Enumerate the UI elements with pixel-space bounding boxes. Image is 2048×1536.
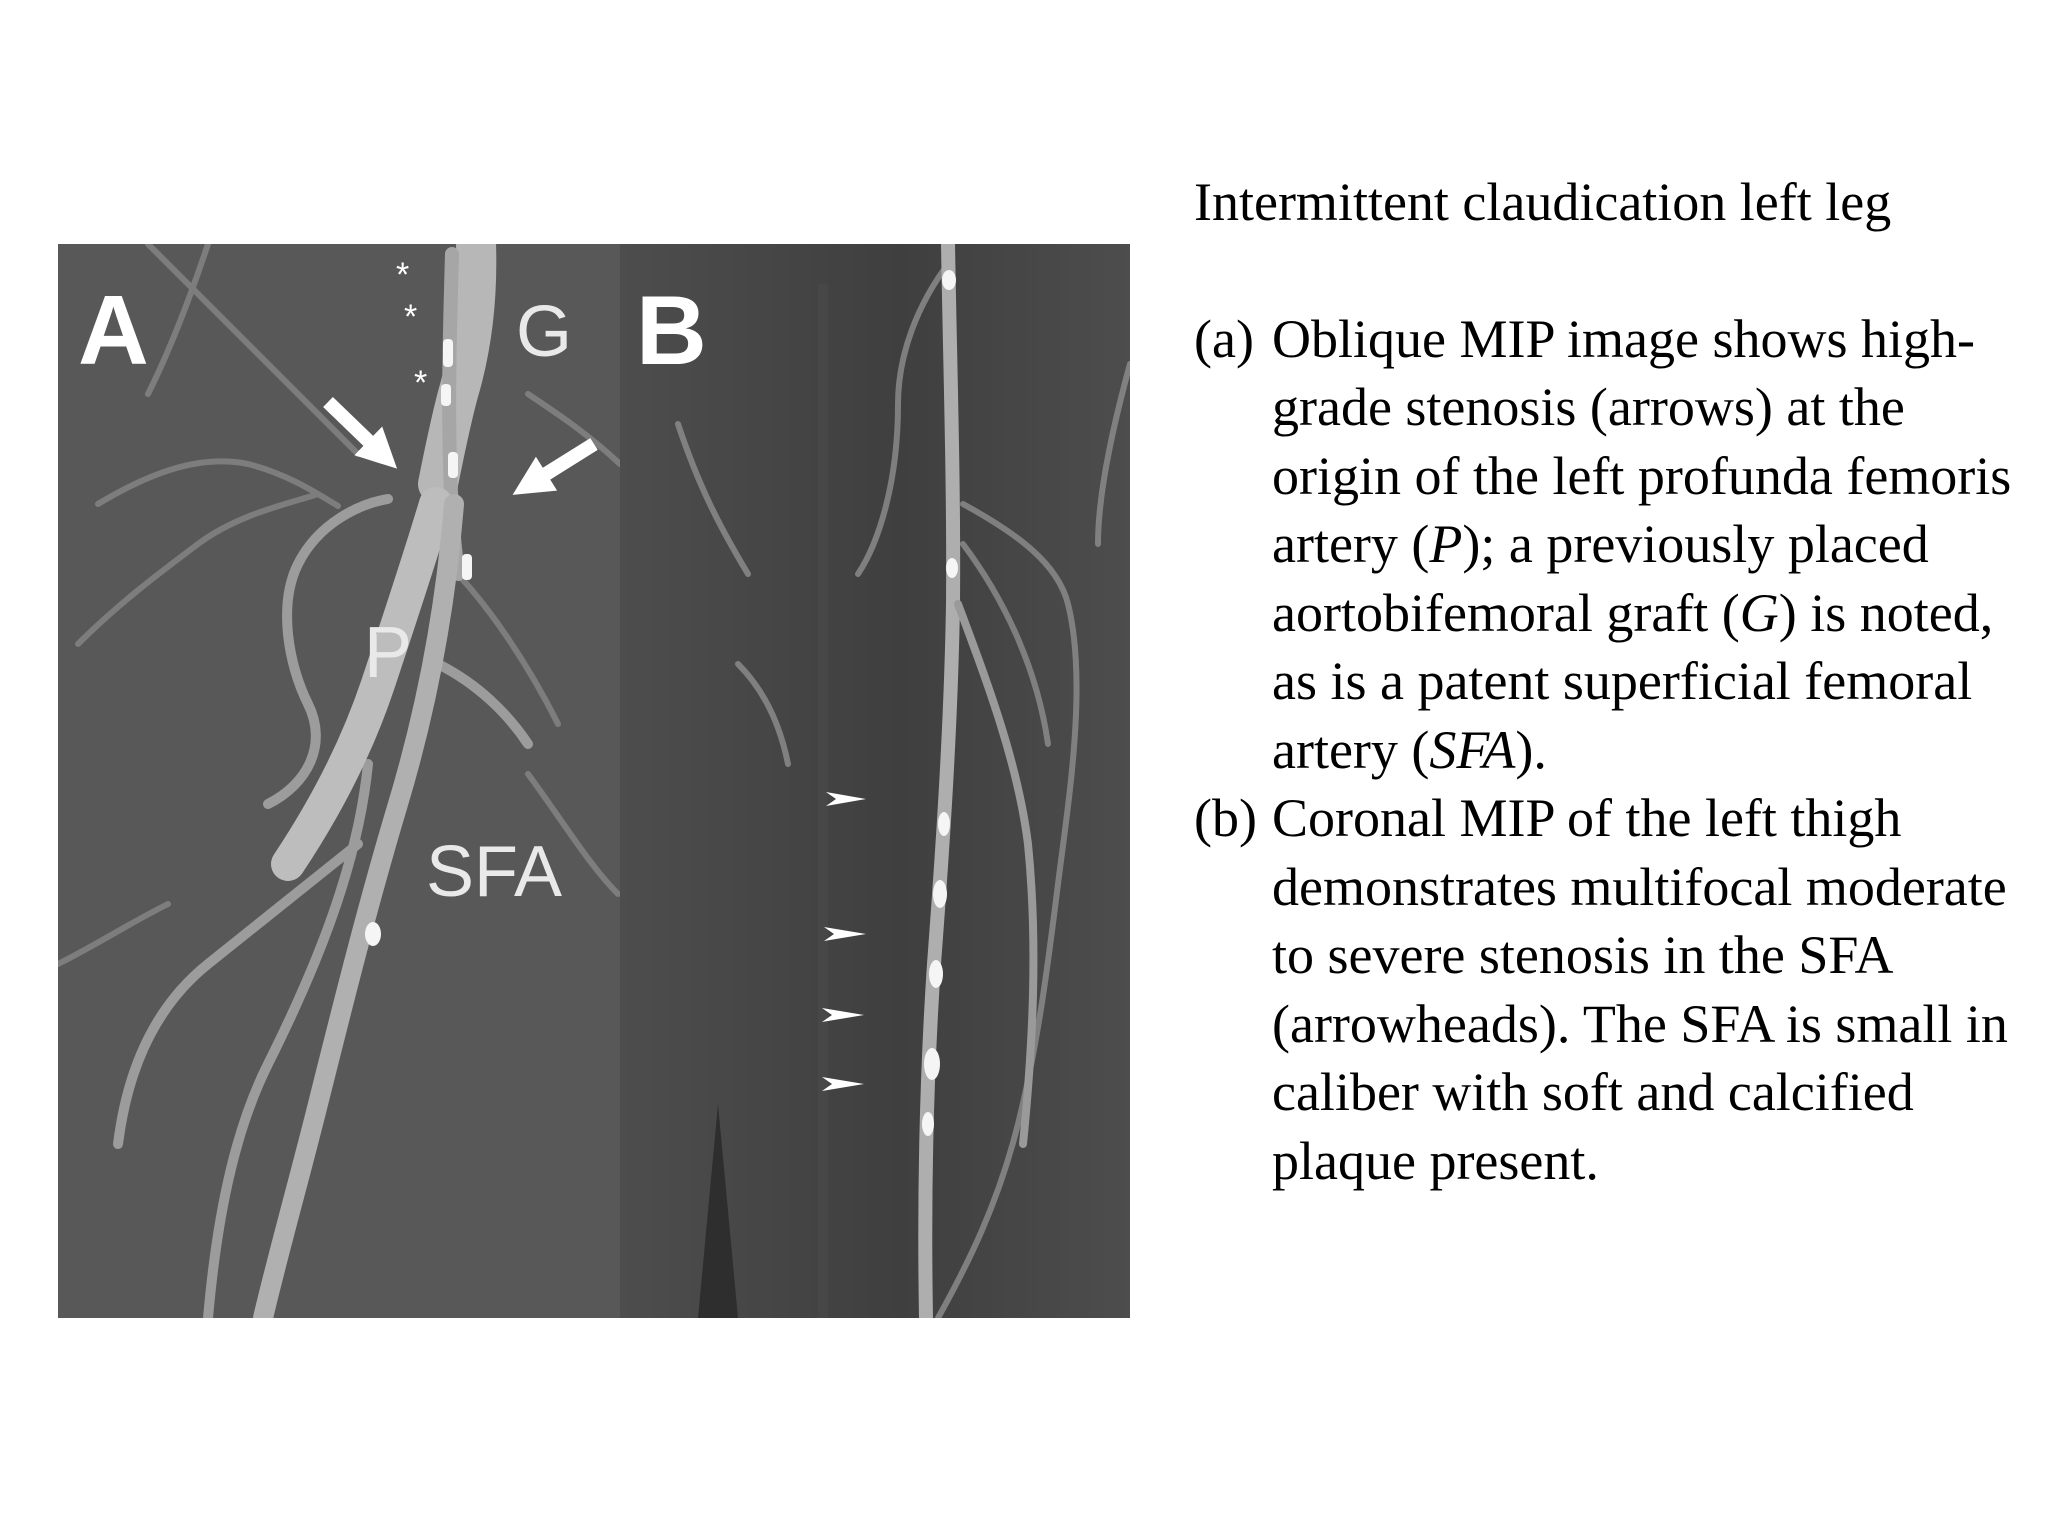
caption-segment: ); a previously placed aortobifemoral gr… xyxy=(1272,514,1929,643)
caption-item-text: Oblique MIP image shows high-grade steno… xyxy=(1272,305,2014,785)
caption-item-tag: (a) xyxy=(1194,308,1254,369)
caption-item-text: Coronal MIP of the left thigh demonstrat… xyxy=(1272,784,2014,1195)
panel-b-label: B xyxy=(636,275,707,385)
stenosis-arrow-left xyxy=(323,396,398,469)
caption-segment-italic: SFA xyxy=(1429,719,1516,780)
asterisk-marker: * xyxy=(404,298,417,336)
caption-segment: ). xyxy=(1515,719,1547,780)
caption-title: Intermittent claudication left leg xyxy=(1194,172,1892,232)
sfa-vessel xyxy=(253,494,464,1318)
asterisk-marker: * xyxy=(396,256,409,294)
stenosis-arrowhead xyxy=(826,792,866,806)
sfa-label: SFA xyxy=(426,832,562,912)
graft-label: G xyxy=(516,292,572,372)
caption-segment: Coronal MIP of the left thigh demonstrat… xyxy=(1272,788,2008,1191)
panel-a: * * * A G P SFA xyxy=(58,244,623,1318)
caption-segment-italic: G xyxy=(1739,582,1779,643)
caption-item-b: (b) Coronal MIP of the left thigh demons… xyxy=(1194,784,2014,1195)
stenosis-arrowhead xyxy=(822,1008,864,1022)
caption-segment: Oblique MIP image shows high-grade steno… xyxy=(1272,308,2012,575)
panel-a-label: A xyxy=(78,275,149,385)
caption-segment: ) is noted, as is a patent superficial f… xyxy=(1272,582,1994,780)
profunda-vessel xyxy=(271,487,453,881)
panel-b: B xyxy=(620,244,1130,1318)
figure-caption: Intermittent claudication left leg (a) O… xyxy=(1194,168,2014,1195)
stenosis-arrow-right xyxy=(512,438,598,495)
caption-item-tag: (b) xyxy=(1194,788,1257,848)
profunda-label: P xyxy=(364,613,412,693)
stenosis-arrowhead xyxy=(822,1077,864,1091)
asterisk-marker: * xyxy=(414,364,427,402)
stenosis-arrowhead xyxy=(824,927,866,941)
caption-segment-italic: P xyxy=(1429,514,1463,574)
angiogram-figure: * * * A G P SFA xyxy=(58,244,1130,1318)
caption-item-a: (a) Oblique MIP image shows high-grade s… xyxy=(1194,305,2014,785)
